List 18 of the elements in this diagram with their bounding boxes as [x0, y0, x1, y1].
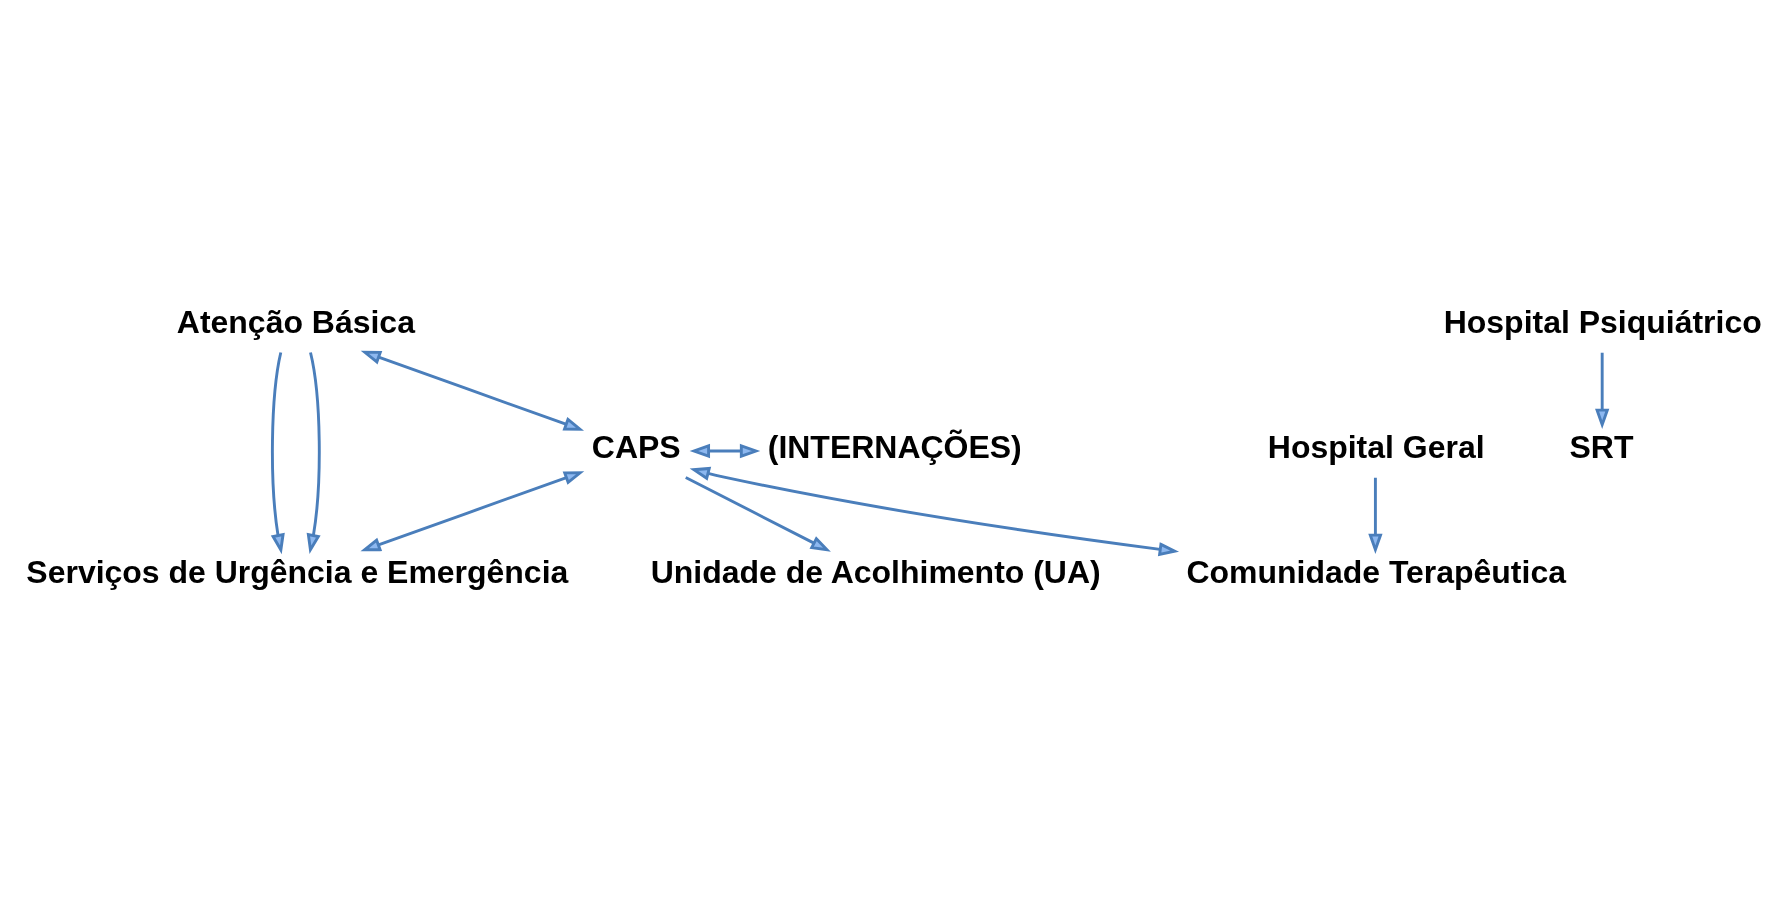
- arrow: [306, 351, 321, 554]
- node-text: Atenção Básica: [176, 303, 415, 340]
- arrow: [689, 443, 761, 458]
- arrow: [1595, 352, 1610, 429]
- node-text: CAPS: [591, 428, 681, 465]
- arrow: [689, 466, 1180, 556]
- node-text: SRT: [1569, 428, 1634, 465]
- node-text: Comunidade Terapêutica: [1186, 553, 1566, 590]
- arrow: [685, 475, 831, 552]
- node-text: Hospital Geral: [1267, 428, 1485, 465]
- arrow: [270, 351, 285, 554]
- arrow: [360, 350, 585, 431]
- node-text: Hospital Psiquiátrico: [1443, 303, 1762, 340]
- node-text: Serviços de Urgência e Emergência: [26, 553, 569, 590]
- arrow: [1368, 477, 1383, 554]
- node-text: Unidade de Acolhimento (UA): [650, 553, 1101, 590]
- arrow: [360, 470, 585, 551]
- node-text: (INTERNAÇÕES): [767, 428, 1022, 465]
